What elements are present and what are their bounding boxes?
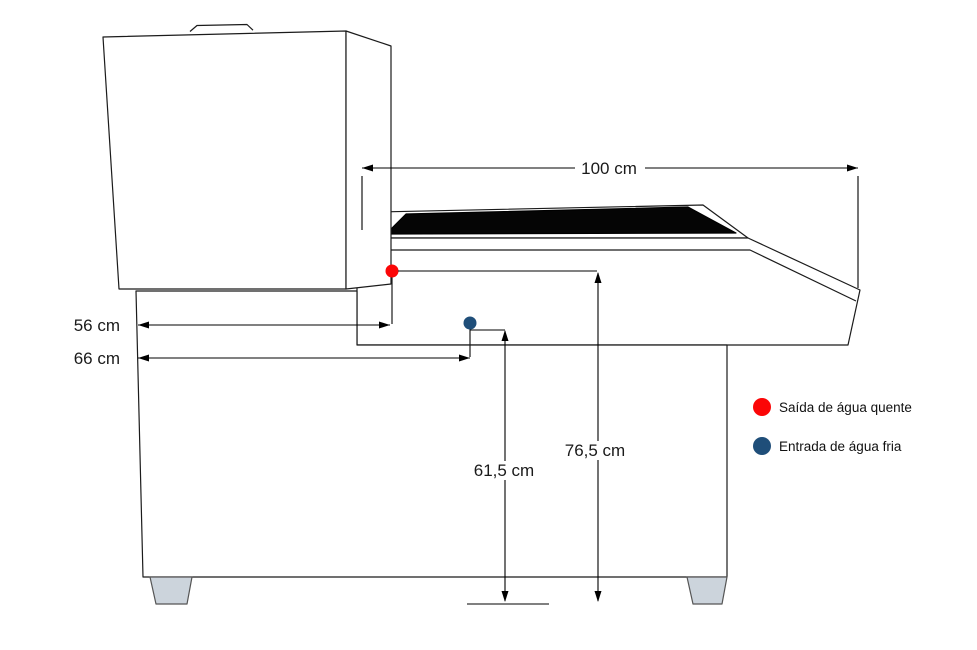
- dim-765-arrow-bottom: [594, 591, 602, 602]
- dim-cold-height: 61,5 cm: [467, 329, 549, 605]
- dim-56-label: 56 cm: [74, 316, 120, 335]
- dim-765-label: 76,5 cm: [565, 441, 625, 460]
- tower-front-face: [102, 30, 347, 290]
- tower-top-cap: [189, 23, 254, 32]
- legend-hot-water-label: Saída de água quente: [779, 400, 912, 415]
- dim-66-arrow-left: [138, 354, 149, 362]
- left-foot: [149, 576, 193, 605]
- dim-765-label-mask: [558, 441, 634, 460]
- dim-100-label: 100 cm: [581, 159, 637, 178]
- dim-615-arrow-bottom: [501, 591, 509, 602]
- dimension-annotations: 100 cm 56 cm 66 cm 61,5 cm: [74, 159, 859, 605]
- counter-body: [356, 237, 861, 346]
- dim-765-arrow-top: [594, 272, 602, 283]
- dim-hot-height: 76,5 cm: [398, 270, 634, 602]
- cabinet-body: [135, 290, 728, 578]
- hot-water-outlet-dot: [385, 264, 399, 278]
- dim-56-arrow-right: [379, 321, 390, 329]
- legend: Saída de água quente Entrada de água fri…: [753, 398, 912, 455]
- cold-water-inlet-dot: [463, 316, 477, 330]
- dim-top-width: 100 cm: [361, 159, 859, 288]
- counter-rim-line: [357, 249, 857, 302]
- dim-100-arrow-left: [362, 164, 373, 172]
- connection-points: [385, 264, 477, 357]
- dim-615-arrow-top: [501, 330, 509, 341]
- legend-cold-water-dot: [753, 437, 771, 455]
- legend-hot-water-dot: [753, 398, 771, 416]
- dim-615-label: 61,5 cm: [474, 461, 534, 480]
- cooktop-panel: [385, 206, 737, 235]
- dim-hot-offset: 56 cm: [74, 316, 390, 335]
- dim-100-arrow-right: [847, 164, 858, 172]
- tower-side-face: [345, 30, 392, 290]
- dim-66-arrow-right: [459, 354, 470, 362]
- dim-56-arrow-left: [138, 321, 149, 329]
- legend-cold-water-label: Entrada de água fria: [779, 439, 902, 454]
- right-foot: [686, 576, 728, 605]
- machine-drawing: [102, 23, 861, 605]
- dim-66-label: 66 cm: [74, 349, 120, 368]
- dim-615-label-mask: [468, 461, 541, 480]
- dim-cold-offset: 66 cm: [74, 349, 470, 368]
